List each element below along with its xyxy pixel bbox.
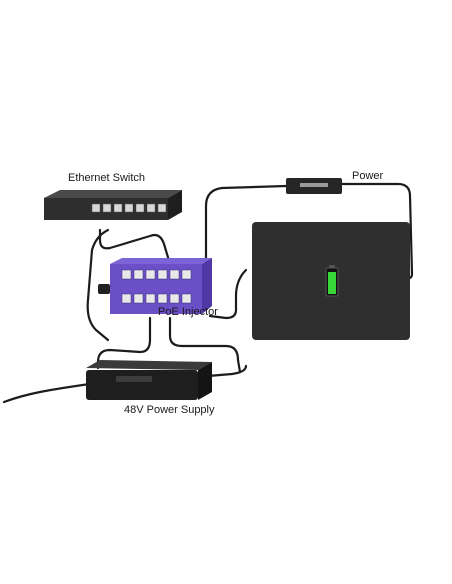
poe-injector-label: PoE Injector <box>158 306 218 318</box>
supply-label <box>116 376 152 382</box>
injector-ports-top <box>121 269 192 280</box>
switch-ports <box>91 203 167 213</box>
injector-dc-jack <box>98 284 110 294</box>
ethernet-switch <box>44 190 182 220</box>
cable-injector-supply-2 <box>96 316 152 370</box>
ethernet-cable-injector-splitter <box>204 184 288 276</box>
battery-icon <box>325 265 339 297</box>
switch-top-face <box>44 190 182 198</box>
poe-injector <box>98 258 212 314</box>
power-supply-label: 48V Power Supply <box>124 404 215 416</box>
supply-side <box>198 362 212 400</box>
ethernet-cable-switch-injector <box>98 228 172 266</box>
supply-top <box>86 360 212 370</box>
injector-body-side <box>202 258 212 314</box>
tablet <box>252 222 410 340</box>
power-supply <box>86 360 212 400</box>
ethernet-cable-tablet-injector <box>208 268 248 320</box>
supply-front <box>86 370 198 400</box>
ethernet-cable-switch-left <box>86 228 110 342</box>
injector-body-top <box>110 258 212 264</box>
power-label: Power <box>352 170 384 182</box>
ac-cable-to-wall <box>2 380 106 404</box>
injector-ports-bottom <box>121 293 192 304</box>
splitter-label <box>300 183 328 187</box>
power-splitter <box>286 178 342 194</box>
switch-side-face <box>168 190 182 220</box>
cable-injector-supply <box>168 316 242 374</box>
dc-cable-supply-right <box>206 364 248 378</box>
ethernet-switch-label: Ethernet Switch <box>68 172 146 184</box>
